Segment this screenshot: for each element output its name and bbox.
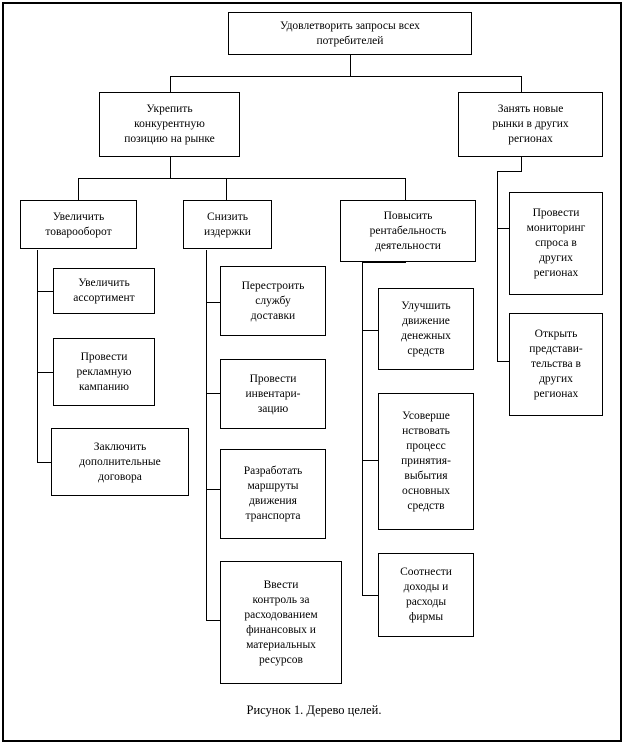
node-root[interactable]: Удовлетворить запросы всех потребителей xyxy=(228,12,472,55)
connector-prof-child-1 xyxy=(362,330,378,331)
connector-prof-top xyxy=(362,262,406,263)
node-increase-profitability[interactable]: Повысить рентабельность деятельности xyxy=(340,200,476,262)
spine-turnover xyxy=(37,250,38,462)
connector-turnover-child-3 xyxy=(37,462,51,463)
connector-level3-bus xyxy=(78,178,405,179)
connector-costs-child-4 xyxy=(206,620,220,621)
connector-bus-to-costs xyxy=(226,178,227,200)
node-open-representative-offices[interactable]: Открыть представи- тельства в других рег… xyxy=(509,313,603,416)
connector-costs-child-1 xyxy=(206,302,220,303)
connector-region-child-1 xyxy=(497,228,509,229)
node-increase-turnover[interactable]: Увеличить товарооборот xyxy=(20,200,137,249)
connector-costs-child-2 xyxy=(206,393,220,394)
node-additional-contracts[interactable]: Заключить дополнительные договора xyxy=(51,428,189,496)
spine-costs xyxy=(206,250,207,620)
spine-regions xyxy=(497,171,498,361)
node-transport-routes[interactable]: Разработать маршруты движения транспорта xyxy=(220,449,326,539)
node-strengthen-market-position[interactable]: Укрепить конкурентную позицию на рынке xyxy=(99,92,240,157)
connector-turnover-child-2 xyxy=(37,372,53,373)
connector-root-down xyxy=(350,55,351,76)
node-demand-monitoring[interactable]: Провести мониторинг спроса в других реги… xyxy=(509,192,603,295)
connector-costs-child-3 xyxy=(206,489,220,490)
connector-prof-child-3 xyxy=(362,595,378,596)
connector-prof-child-2 xyxy=(362,460,378,461)
connector-right-down xyxy=(521,157,522,171)
spine-profitability xyxy=(362,262,363,595)
node-income-expense-match[interactable]: Соотнести доходы и расходы фирмы xyxy=(378,553,474,637)
node-improve-cash-flow[interactable]: Улучшить движение денежных средств xyxy=(378,288,474,370)
connector-bus-to-profitability xyxy=(405,178,406,200)
connector-bus-to-left xyxy=(170,76,171,93)
node-inventory-count[interactable]: Провести инвентари- зацию xyxy=(220,359,326,429)
node-fixed-assets-process[interactable]: Усоверше нствовать процесс принятия- выб… xyxy=(378,393,474,530)
connector-right-to-spine xyxy=(497,171,522,172)
node-expand-assortment[interactable]: Увеличить ассортимент xyxy=(53,268,155,314)
connector-region-child-2 xyxy=(497,361,509,362)
connector-turnover-root xyxy=(37,250,38,251)
connector-bus-to-turnover xyxy=(78,178,79,200)
connector-bus-to-right xyxy=(521,76,522,93)
node-new-markets-regions[interactable]: Занять новые рынки в других регионах xyxy=(458,92,603,157)
node-advertising-campaign[interactable]: Провести рекламную кампанию xyxy=(53,338,155,406)
figure-caption: Рисунок 1. Дерево целей. xyxy=(246,703,382,717)
figure-border xyxy=(2,2,622,742)
node-rebuild-delivery-service[interactable]: Перестроить службу доставки xyxy=(220,266,326,336)
connector-main-bus xyxy=(170,76,522,77)
node-resource-spending-control[interactable]: Ввести контроль за расходованием финансо… xyxy=(220,561,342,684)
connector-left-down xyxy=(170,157,171,178)
connector-turnover-child-1 xyxy=(37,291,53,292)
node-reduce-costs[interactable]: Снизить издержки xyxy=(183,200,272,249)
